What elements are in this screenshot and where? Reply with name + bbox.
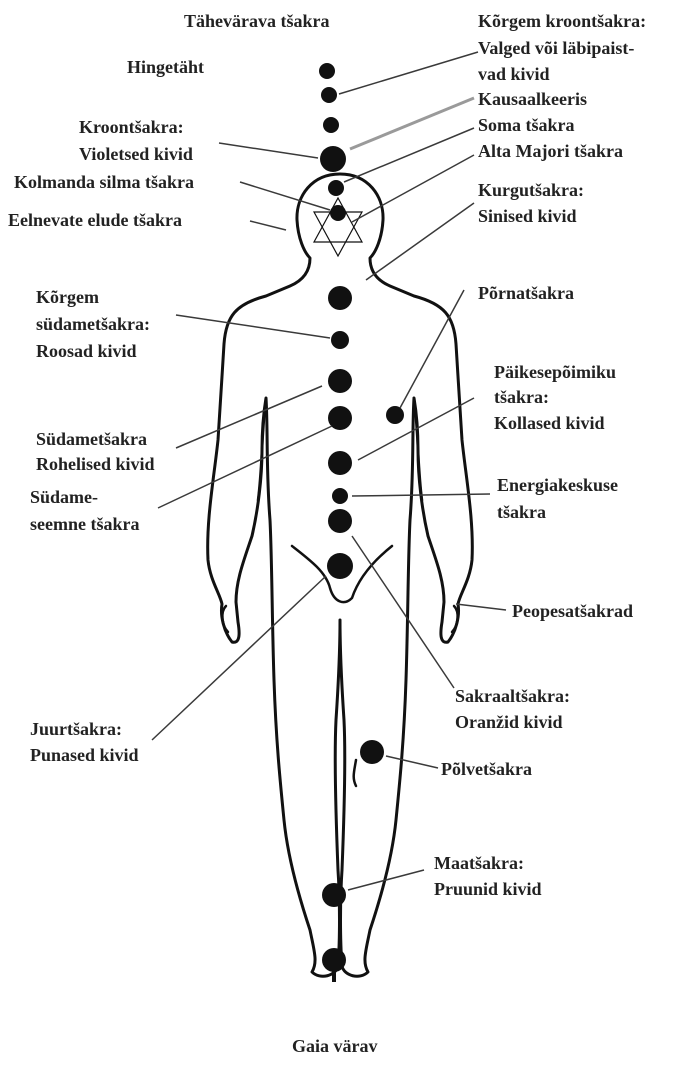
line-kroon (219, 143, 318, 158)
label-kroon-2: Violetsed kivid (79, 144, 193, 164)
label-juur-1: Juurtšakra: (30, 719, 122, 739)
label-kurk-2: Sinised kivid (478, 206, 577, 226)
label-korgem-sudame-1: Kõrgem (36, 287, 99, 307)
label-hingetaht: Hingetäht (127, 57, 204, 77)
line-soma (344, 128, 474, 182)
label-paikese-1: Päikesepõimiku (494, 362, 616, 382)
label-maa-1: Maatšakra: (434, 853, 524, 873)
label-gaia: Gaia värav (292, 1036, 378, 1056)
label-tahevarava: Tähevärava tšakra (184, 11, 330, 31)
label-sudame-2: Rohelised kivid (36, 454, 155, 474)
label-sudameseemne-1: Südame- (30, 487, 98, 507)
label-sakraal-2: Oranžid kivid (455, 712, 563, 732)
label-paikese-2: tšakra: (494, 387, 549, 407)
dot-soma (328, 180, 344, 196)
label-porna: Põrnatšakra (478, 283, 574, 303)
label-alta-majori: Alta Majori tšakra (478, 141, 623, 161)
dot-sakraal (328, 509, 352, 533)
dot-energia (332, 488, 348, 504)
label-polve: Põlvetšakra (441, 759, 532, 779)
label-kolmas-silm: Kolmanda silma tšakra (14, 172, 194, 192)
gaia-stem (332, 960, 336, 982)
dot-korgem-kroon (321, 87, 337, 103)
dot-korgem-sudame (331, 331, 349, 349)
label-korgem-sudame-3: Roosad kivid (36, 341, 137, 361)
dot-kroon (320, 146, 346, 172)
line-peopesa (456, 604, 506, 610)
label-kausaal: Kausaalkeeris (478, 89, 587, 109)
label-korgem-kroon-2: Valged või läbipaist- (478, 38, 634, 58)
dot-tahevarava (319, 63, 335, 79)
dot-kolmas-silm (330, 205, 346, 221)
label-sudameseemne-2: seemne tšakra (30, 514, 139, 534)
label-kroon-1: Kroontšakra: (79, 117, 184, 137)
dot-kurk (328, 286, 352, 310)
label-sudame-1: Südametšakra (36, 429, 147, 449)
label-peopesa: Peopesatšakrad (512, 601, 633, 621)
label-korgem-sudame-2: südametšakra: (36, 314, 150, 334)
label-korgem-kroon-1: Kõrgem kroontšakra: (478, 11, 646, 31)
label-energia-2: tšakra (497, 502, 546, 522)
label-juur-2: Punased kivid (30, 745, 139, 765)
label-maa-2: Pruunid kivid (434, 879, 542, 899)
line-korgem-kroon (339, 52, 478, 94)
line-kausaal (350, 98, 474, 149)
dot-juur (327, 553, 353, 579)
dot-paikese (328, 451, 352, 475)
line-eelnevad (250, 221, 286, 230)
dot-hingetaht (323, 117, 339, 133)
label-energia-1: Energiakeskuse (497, 475, 618, 495)
dot-maa (322, 883, 346, 907)
label-korgem-kroon-3: vad kivid (478, 64, 550, 84)
label-eelnevad: Eelnevate elude tšakra (8, 210, 182, 230)
dot-polve (360, 740, 384, 764)
label-paikese-3: Kollased kivid (494, 413, 605, 433)
label-kurk-1: Kurgutšakra: (478, 180, 584, 200)
label-soma: Soma tšakra (478, 115, 575, 135)
dot-sudame (328, 369, 352, 393)
label-sakraal-1: Sakraaltšakra: (455, 686, 570, 706)
dot-porna (386, 406, 404, 424)
